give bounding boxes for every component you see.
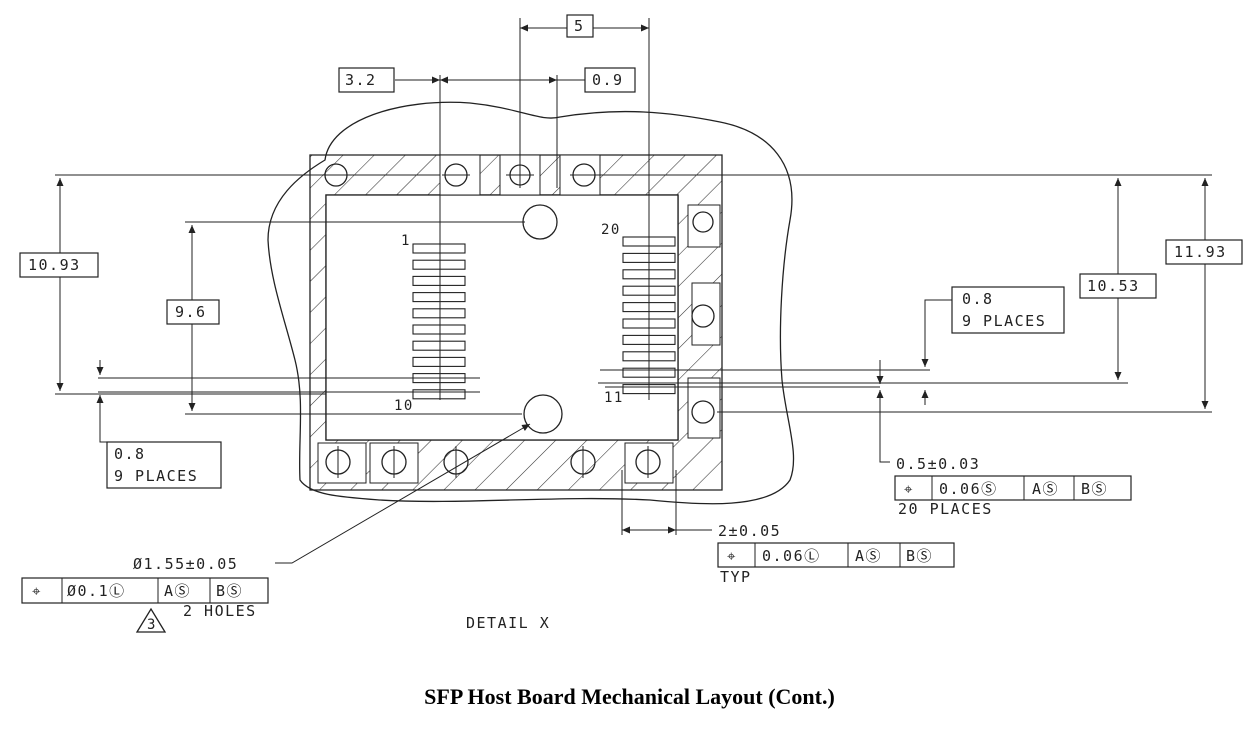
- dim-right-9-places: 9 PLACES: [962, 312, 1046, 330]
- dim-box-right-0-8: [951, 286, 1065, 334]
- bottom-hole-row: [317, 442, 674, 484]
- dim-5: 5: [574, 17, 585, 35]
- fcf-holes-datum-a: AⓈ: [164, 582, 191, 600]
- fcf-holes-datum-b: BⓈ: [216, 582, 243, 600]
- dim-box-5: [566, 14, 594, 38]
- fcf-holes-tol: Ø0.1Ⓛ: [67, 582, 126, 600]
- contact-pad: [412, 243, 466, 254]
- dim-box-3-2: [338, 67, 395, 93]
- dim-box-10-93: [19, 252, 99, 278]
- dim-box-0-9: [584, 67, 636, 93]
- fcf-pitch-datum-b: BⓈ: [906, 547, 933, 565]
- dim-pad-places: 20 PLACES: [898, 500, 993, 518]
- pin-10-label: 10: [394, 398, 414, 414]
- dim-left-0-8: 0.8: [114, 445, 146, 463]
- note-ref-number: 3: [147, 617, 157, 633]
- pin-1-label: 1: [401, 233, 411, 249]
- dim-hole-dia: Ø1.55±0.05: [133, 555, 238, 573]
- pin-20-label: 20: [601, 222, 621, 238]
- fcf-pads-datum-a: AⓈ: [1032, 480, 1059, 498]
- contact-pad: [412, 324, 466, 335]
- fcf-pads-datum-b: BⓈ: [1081, 480, 1108, 498]
- dim-box-10-53: [1079, 273, 1157, 299]
- tolerance-frame-pads: ⌖ 0.06Ⓢ AⓈ BⓈ: [894, 475, 1132, 501]
- extension-lines: [55, 18, 1212, 535]
- dim-box-11-93: [1165, 239, 1243, 265]
- detail-label: DETAIL X: [466, 614, 550, 632]
- dim-box-left-0-8: [106, 441, 222, 489]
- board-breakout-outline: [267, 101, 795, 505]
- dim-11-93: 11.93: [1174, 243, 1227, 261]
- dim-left-9-places: 9 PLACES: [114, 467, 198, 485]
- dim-pad-width: 0.5±0.03: [896, 455, 980, 473]
- dim-box-9-6: [166, 299, 220, 325]
- tolerance-frame-pitch: ⌖ 0.06Ⓛ AⓈ BⓈ: [717, 542, 955, 568]
- contact-pad: [412, 389, 466, 400]
- fcf-pads-tol: 0.06Ⓢ: [939, 480, 998, 498]
- contact-pad: [412, 340, 466, 351]
- dim-9-6: 9.6: [175, 303, 207, 321]
- figure-caption: SFP Host Board Mechanical Layout (Cont.): [424, 684, 835, 709]
- dim-pitch-typ: TYP: [720, 568, 752, 586]
- contact-pad: [412, 275, 466, 286]
- left-pad-column: [412, 243, 466, 400]
- dim-10-53: 10.53: [1087, 277, 1140, 295]
- fcf-pitch-symbol: ⌖: [727, 547, 737, 565]
- contact-pad: [412, 292, 466, 303]
- alignment-hole-bottom: [523, 394, 563, 434]
- note-triangle: 3: [135, 607, 167, 633]
- fcf-pitch-tol: 0.06Ⓛ: [762, 547, 821, 565]
- dim-right-0-8: 0.8: [962, 290, 994, 308]
- contact-pad: [412, 259, 466, 270]
- dim-pitch: 2±0.05: [718, 522, 781, 540]
- fcf-pitch-datum-a: AⓈ: [855, 547, 882, 565]
- contact-pad: [412, 308, 466, 319]
- contact-pad: [412, 356, 466, 367]
- tolerance-frame-holes: ⌖ Ø0.1Ⓛ AⓈ BⓈ: [21, 577, 269, 604]
- dim-3-2: 3.2: [345, 71, 377, 89]
- fcf-pads-symbol: ⌖: [904, 480, 914, 498]
- cage-cutout: [325, 194, 679, 441]
- leader-lines: [99, 299, 952, 564]
- dim-holes-count: 2 HOLES: [183, 602, 257, 620]
- fcf-holes-symbol: ⌖: [32, 582, 42, 600]
- right-hole-column: [687, 204, 721, 439]
- pin-11-label: 11: [604, 390, 624, 406]
- dim-10-93: 10.93: [28, 256, 81, 274]
- dim-0-9: 0.9: [592, 71, 624, 89]
